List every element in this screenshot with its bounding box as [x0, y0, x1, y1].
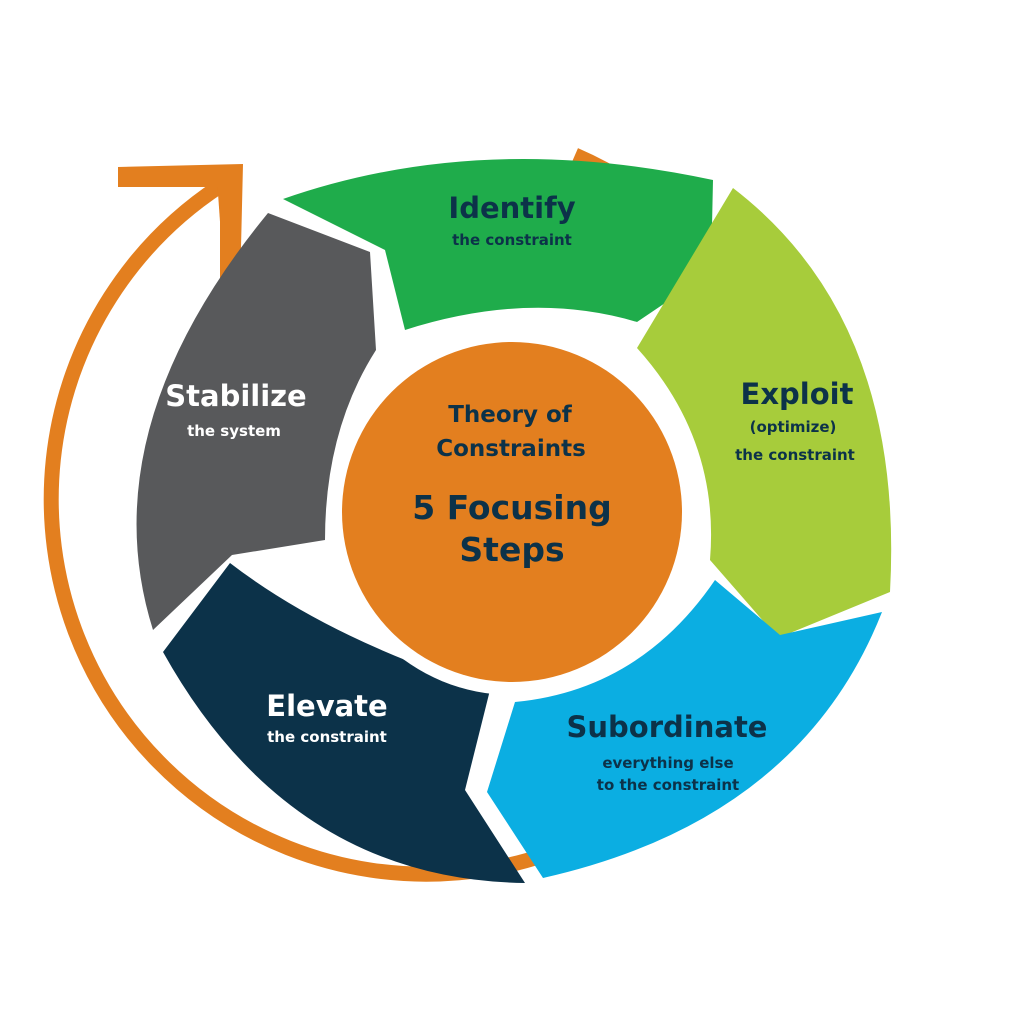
exploit-subtitle-2: the constraint [735, 446, 855, 464]
identify-subtitle: the constraint [452, 231, 572, 249]
subordinate-subtitle-2: to the constraint [597, 776, 739, 794]
stabilize-title: Stabilize [165, 379, 306, 413]
identify-title: Identify [448, 191, 575, 225]
center-hub: Theory of Constraints 5 Focusing Steps [329, 329, 695, 695]
step-exploit: Exploit (optimize) the constraint [637, 188, 892, 638]
center-line-4: Steps [459, 530, 564, 569]
exploit-subtitle-1: (optimize) [750, 418, 837, 436]
elevate-segment [163, 563, 525, 883]
step-identify: Identify the constraint [283, 158, 713, 330]
subordinate-segment [487, 580, 882, 878]
subordinate-title: Subordinate [567, 710, 768, 744]
step-elevate: Elevate the constraint [163, 563, 525, 883]
exploit-segment [637, 188, 892, 638]
center-line-2: Constraints [436, 436, 586, 462]
center-line-1: Theory of [448, 402, 573, 428]
elevate-subtitle: the constraint [267, 728, 387, 746]
center-line-3: 5 Focusing [412, 488, 611, 527]
subordinate-subtitle-1: everything else [602, 754, 733, 772]
center-circle [342, 342, 682, 682]
elevate-title: Elevate [266, 689, 387, 723]
step-stabilize: Stabilize the system [136, 213, 376, 630]
identify-segment [283, 158, 713, 330]
stabilize-segment [136, 213, 376, 630]
exploit-title: Exploit [741, 377, 854, 411]
step-subordinate: Subordinate everything else to the const… [487, 580, 882, 878]
stabilize-subtitle: the system [187, 422, 281, 440]
